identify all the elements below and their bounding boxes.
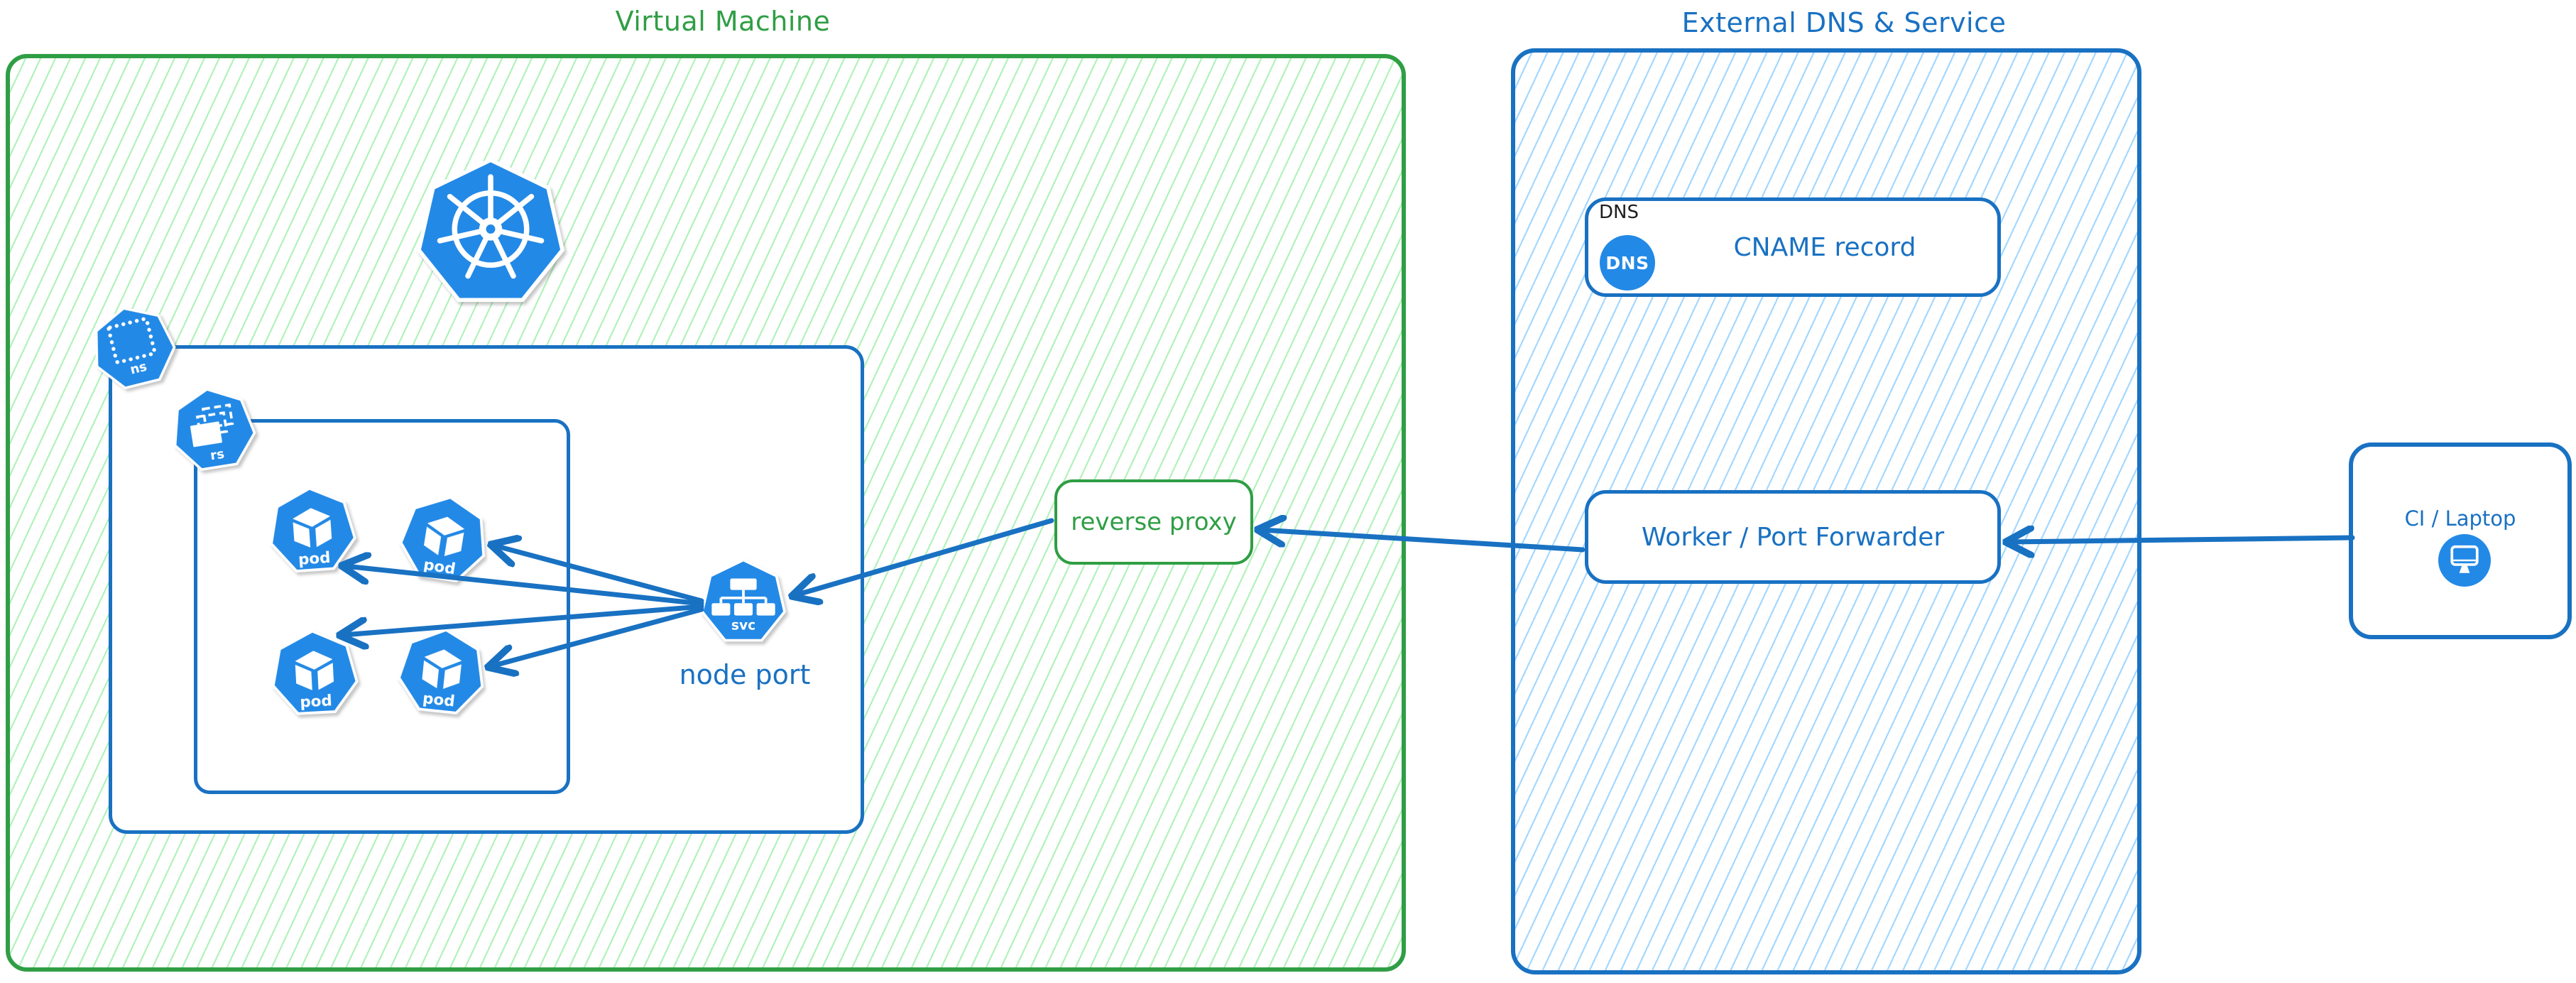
ci-laptop-label: CI / Laptop bbox=[2404, 506, 2516, 531]
virtual-machine-title: Virtual Machine bbox=[615, 6, 831, 37]
pod-icon: pod bbox=[394, 624, 489, 717]
pod-label: pod bbox=[298, 549, 331, 569]
pod-icon: pod bbox=[266, 484, 359, 575]
worker-port-forwarder-box: Worker / Port Forwarder bbox=[1585, 490, 2001, 584]
service-icon: svc bbox=[701, 558, 786, 642]
monitor-icon bbox=[2438, 534, 2491, 587]
worker-port-forwarder-label: Worker / Port Forwarder bbox=[1641, 522, 1945, 552]
dns-card bbox=[1585, 197, 2001, 297]
replicaset-icon-label: rs bbox=[209, 447, 226, 464]
kubernetes-logo-icon bbox=[414, 155, 567, 313]
external-dns-service-title: External DNS & Service bbox=[1681, 7, 2007, 38]
replicaset-box bbox=[194, 419, 570, 794]
dns-badge-label: DNS bbox=[1605, 252, 1649, 273]
pod-icon: pod bbox=[269, 627, 360, 717]
reverse-proxy-label: reverse proxy bbox=[1071, 508, 1237, 536]
pod-label: pod bbox=[300, 692, 333, 711]
service-icon-label: svc bbox=[731, 618, 755, 633]
replicaset-icon: rs bbox=[165, 381, 261, 474]
cname-record-label-wrap: CNAME record bbox=[1661, 197, 1988, 297]
dns-card-heading: DNS bbox=[1599, 202, 1639, 223]
node-port-caption: node port bbox=[679, 659, 811, 690]
reverse-proxy-box: reverse proxy bbox=[1054, 479, 1253, 565]
pod-icon: pod bbox=[395, 489, 493, 586]
namespace-icon: ns bbox=[83, 297, 182, 395]
dns-badge-icon: DNS bbox=[1600, 235, 1655, 290]
cname-record-label: CNAME record bbox=[1733, 232, 1916, 262]
pod-label: pod bbox=[422, 690, 456, 711]
